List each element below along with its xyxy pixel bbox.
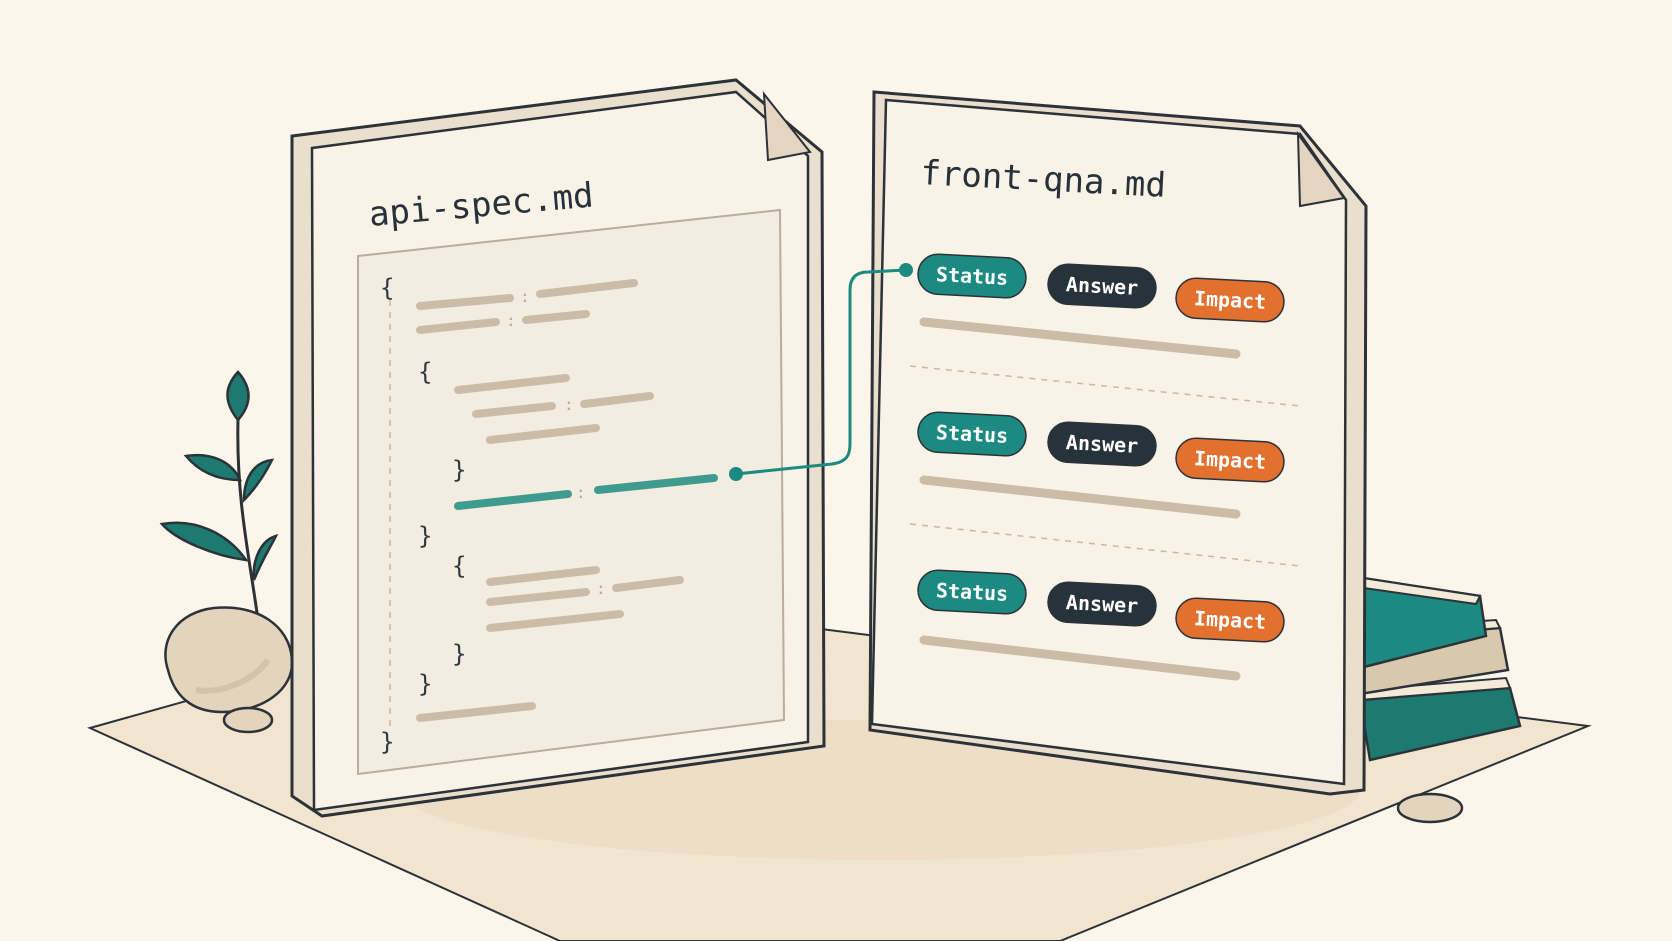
impact-pill-3: Impact [1193, 606, 1266, 634]
svg-text::: : [576, 483, 586, 502]
brace-close-nested-a: } [418, 522, 432, 550]
status-pill-3: Status [935, 578, 1008, 606]
status-pill-2: Status [935, 420, 1008, 448]
answer-pill-2: Answer [1065, 430, 1138, 458]
qna-row-1: Status Answer Impact [909, 253, 1301, 407]
impact-pill-2: Impact [1193, 446, 1266, 474]
connector-line-icon [729, 263, 913, 481]
impact-pill-1: Impact [1193, 286, 1266, 314]
brace-close-outer: } [380, 728, 394, 756]
brace-close-inner-a: } [452, 456, 466, 484]
svg-text::: : [596, 579, 606, 598]
left-document: api-spec.md { { } } { } } } [290, 78, 826, 818]
status-pill-1: Status [935, 262, 1008, 290]
answer-pill-3: Answer [1065, 590, 1138, 618]
highlighted-code-line [454, 474, 718, 510]
answer-pill-1: Answer [1065, 272, 1138, 300]
brace-close-nested-b: } [418, 670, 432, 698]
right-fold-corner [1296, 130, 1346, 208]
left-fold-corner [762, 90, 812, 162]
code-colons: : : : : [506, 287, 606, 598]
code-placeholder-lines [416, 279, 684, 722]
plant-icon [159, 370, 279, 621]
qna-row-3: Status Answer Impact [917, 569, 1285, 681]
brace-open-outer: { [380, 274, 394, 302]
brace-close-inner-b: } [452, 640, 466, 668]
qna-row-2: Status Answer Impact [909, 411, 1301, 567]
right-document: front-qna.md Status Answer Impact Status… [868, 90, 1368, 796]
svg-text::: : [564, 395, 574, 414]
book-stack-icon [1348, 574, 1522, 762]
brace-open-nested-b: { [452, 552, 466, 580]
rock-icon [164, 606, 1464, 824]
brace-open-nested-a: { [418, 358, 432, 386]
svg-text::: : [506, 311, 516, 330]
svg-text::: : [520, 287, 530, 306]
